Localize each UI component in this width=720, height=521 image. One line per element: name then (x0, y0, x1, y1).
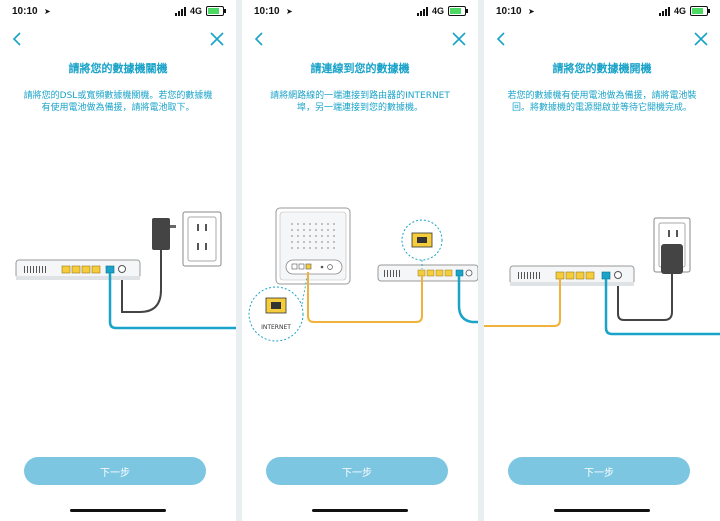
signal-icon (658, 6, 670, 16)
battery-icon (206, 6, 226, 16)
location-arrow-icon: ➤ (286, 7, 293, 16)
instruction-line: 埠，另一端連接到您的數據機。 (296, 103, 423, 113)
home-indicator (554, 509, 650, 512)
close-icon (452, 32, 466, 46)
close-icon (694, 32, 708, 46)
page-title: 請將您的數據機關機 (68, 62, 168, 75)
instruction-text: 請將網路線的一端連接到路由器的INTERNET 埠，另一端連接到您的數據機。 (252, 90, 468, 114)
instruction-text: 若您的數據機有使用電池做為備援，請將電池裝 回。將數據機的電源開啟並等待它開機完… (494, 90, 710, 114)
modem-device-icon (509, 265, 635, 286)
status-time: 10:10 (496, 6, 522, 17)
status-bar: 10:10 ➤ 4G (0, 0, 236, 24)
next-button[interactable]: 下一步 (508, 457, 690, 485)
modem-unplug-illustration (15, 211, 236, 330)
modem-port-callout (401, 219, 443, 261)
page-title: 請連線到您的數據機 (310, 62, 410, 75)
status-bar: 10:10 ➤ 4G (484, 0, 720, 24)
chevron-left-icon (496, 32, 505, 46)
close-button[interactable] (206, 28, 228, 50)
power-adapter-icon (121, 218, 176, 313)
status-time: 10:10 (254, 6, 280, 17)
chevron-left-icon (254, 32, 263, 46)
instruction-line: 若您的數據機有使用電池做為備援，請將電池裝 (507, 91, 697, 101)
network-type: 4G (189, 6, 202, 16)
signal-icon (416, 6, 428, 16)
status-bar: 10:10 ➤ 4G (242, 0, 478, 24)
page-title: 請將您的數據機開機 (552, 62, 652, 75)
back-button[interactable] (6, 28, 28, 50)
network-type: 4G (431, 6, 444, 16)
instruction-line: 請將網路線的一端連接到路由器的INTERNET (270, 91, 450, 101)
power-adapter-icon (617, 244, 683, 321)
signal-icon (174, 6, 186, 16)
instruction-line: 有使用電池做為備援，請將電池取下。 (41, 103, 195, 113)
router-device-icon (275, 207, 351, 285)
back-button[interactable] (248, 28, 270, 50)
status-time: 10:10 (12, 6, 38, 17)
back-button[interactable] (490, 28, 512, 50)
next-button[interactable]: 下一步 (266, 457, 448, 485)
battery-icon (448, 6, 468, 16)
instruction-text: 請將您的DSL或寬頻數據機關機。若您的數據機 有使用電池做為備援，請將電池取下。 (10, 90, 226, 114)
modem-device-icon (377, 264, 478, 282)
connect-cable-illustration: INTERNET (248, 207, 478, 342)
screen-power-on-modem: 10:10 ➤ 4G 請將您的數據機開機 若您的數據機有使用電池做為備援，請將電… (484, 0, 720, 521)
close-button[interactable] (690, 28, 712, 50)
battery-icon (690, 6, 710, 16)
modem-device-icon (15, 259, 141, 280)
internet-port-callout: INTERNET (248, 286, 304, 342)
location-arrow-icon: ➤ (44, 7, 51, 16)
location-arrow-icon: ➤ (528, 7, 535, 16)
home-indicator (312, 509, 408, 512)
close-icon (210, 32, 224, 46)
instruction-line: 回。將數據機的電源開啟並等待它開機完成。 (511, 103, 692, 113)
wall-outlet-icon (182, 211, 222, 267)
screen-connect-modem: 10:10 ➤ 4G 請連線到您的數據機 請將網路線的一端連接到路由器的INTE… (242, 0, 478, 521)
chevron-left-icon (12, 32, 21, 46)
home-indicator (70, 509, 166, 512)
screen-power-off-modem: 10:10 ➤ 4G 請將您的數據機關機 請將您的DSL或寬頻數據機關機。若您的… (0, 0, 236, 521)
network-type: 4G (673, 6, 686, 16)
instruction-line: 請將您的DSL或寬頻數據機關機。若您的數據機 (23, 91, 213, 101)
internet-port-label: INTERNET (261, 324, 291, 331)
next-button[interactable]: 下一步 (24, 457, 206, 485)
close-button[interactable] (448, 28, 470, 50)
modem-plugin-illustration (484, 217, 720, 336)
